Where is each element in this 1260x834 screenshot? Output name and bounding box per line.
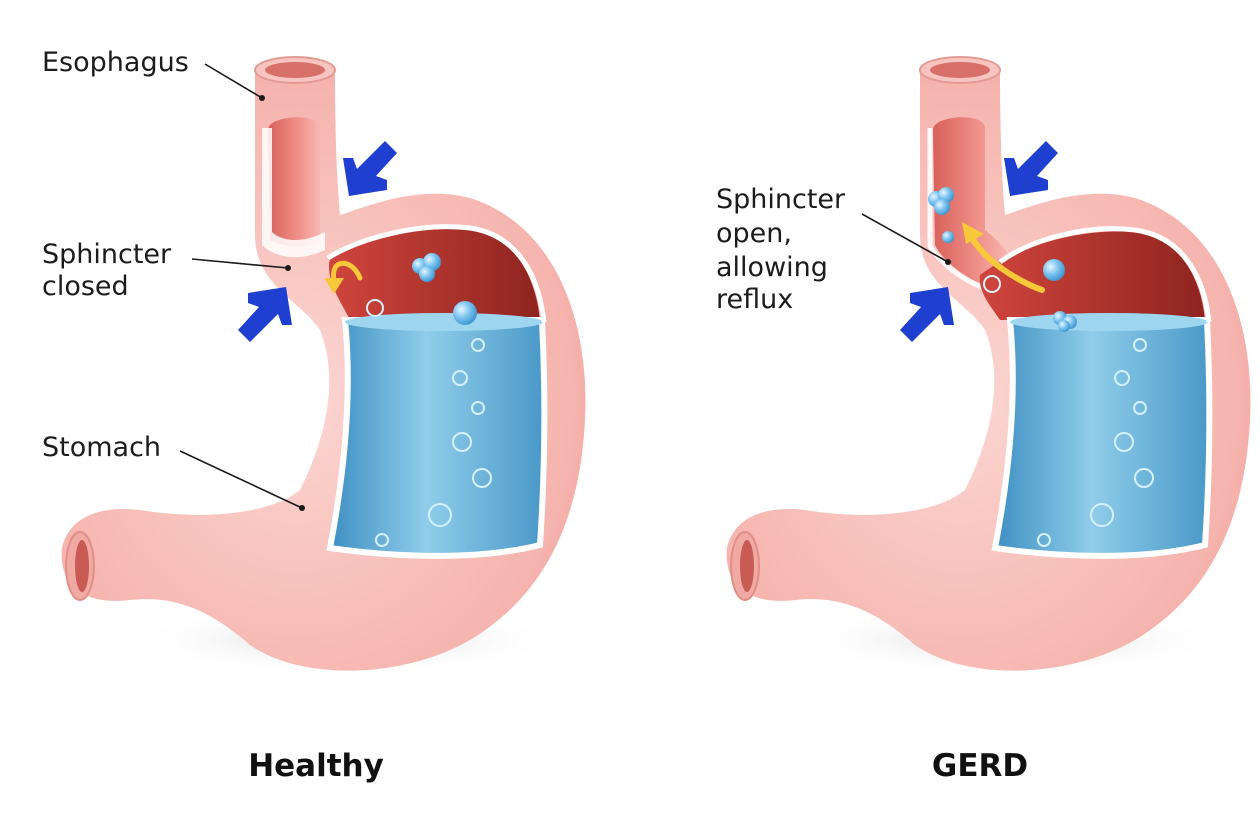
reflux-arrow-icon	[969, 235, 1045, 293]
label-sphincter-open-line4: reflux	[716, 284, 793, 315]
leader-sphincter	[191, 258, 289, 269]
label-sphincter-open-line3: allowing	[716, 252, 828, 283]
label-sphincter-open-line1: Sphincter	[716, 184, 846, 215]
leader-esophagus	[204, 63, 263, 99]
esophagus-cutaway	[268, 117, 320, 247]
healthy-stomach-illustration	[61, 56, 586, 675]
gastric-acid	[991, 317, 1213, 559]
leader-stomach	[179, 450, 303, 509]
label-sphincter-open-line2: open,	[716, 218, 792, 249]
pressure-arrow-icon	[1004, 141, 1058, 196]
gastric-acid	[326, 317, 548, 559]
leader-sphincter-open	[861, 213, 949, 263]
label-sphincter-closed-line1: Sphincter	[42, 239, 172, 270]
gerd-stomach-illustration	[726, 56, 1251, 675]
gas-bubble-cluster	[928, 187, 1077, 332]
acid-bubbles	[983, 275, 1154, 547]
label-esophagus: Esophagus	[42, 47, 189, 78]
gastric-lumen	[979, 231, 1205, 320]
acid-bubbles	[366, 299, 492, 547]
caption-healthy: Healthy	[248, 748, 384, 784]
label-sphincter-closed-line2: closed	[42, 271, 129, 302]
caption-gerd: GERD	[932, 748, 1028, 784]
pressure-arrow-icon	[238, 287, 292, 342]
esophagus-cutaway	[933, 117, 1011, 290]
label-stomach: Stomach	[42, 432, 161, 463]
pressure-arrow-icon	[900, 287, 954, 342]
gas-bubble-cluster	[412, 253, 477, 325]
reflux-blocked-arrow-icon	[331, 260, 363, 283]
pressure-arrow-icon	[343, 141, 397, 196]
